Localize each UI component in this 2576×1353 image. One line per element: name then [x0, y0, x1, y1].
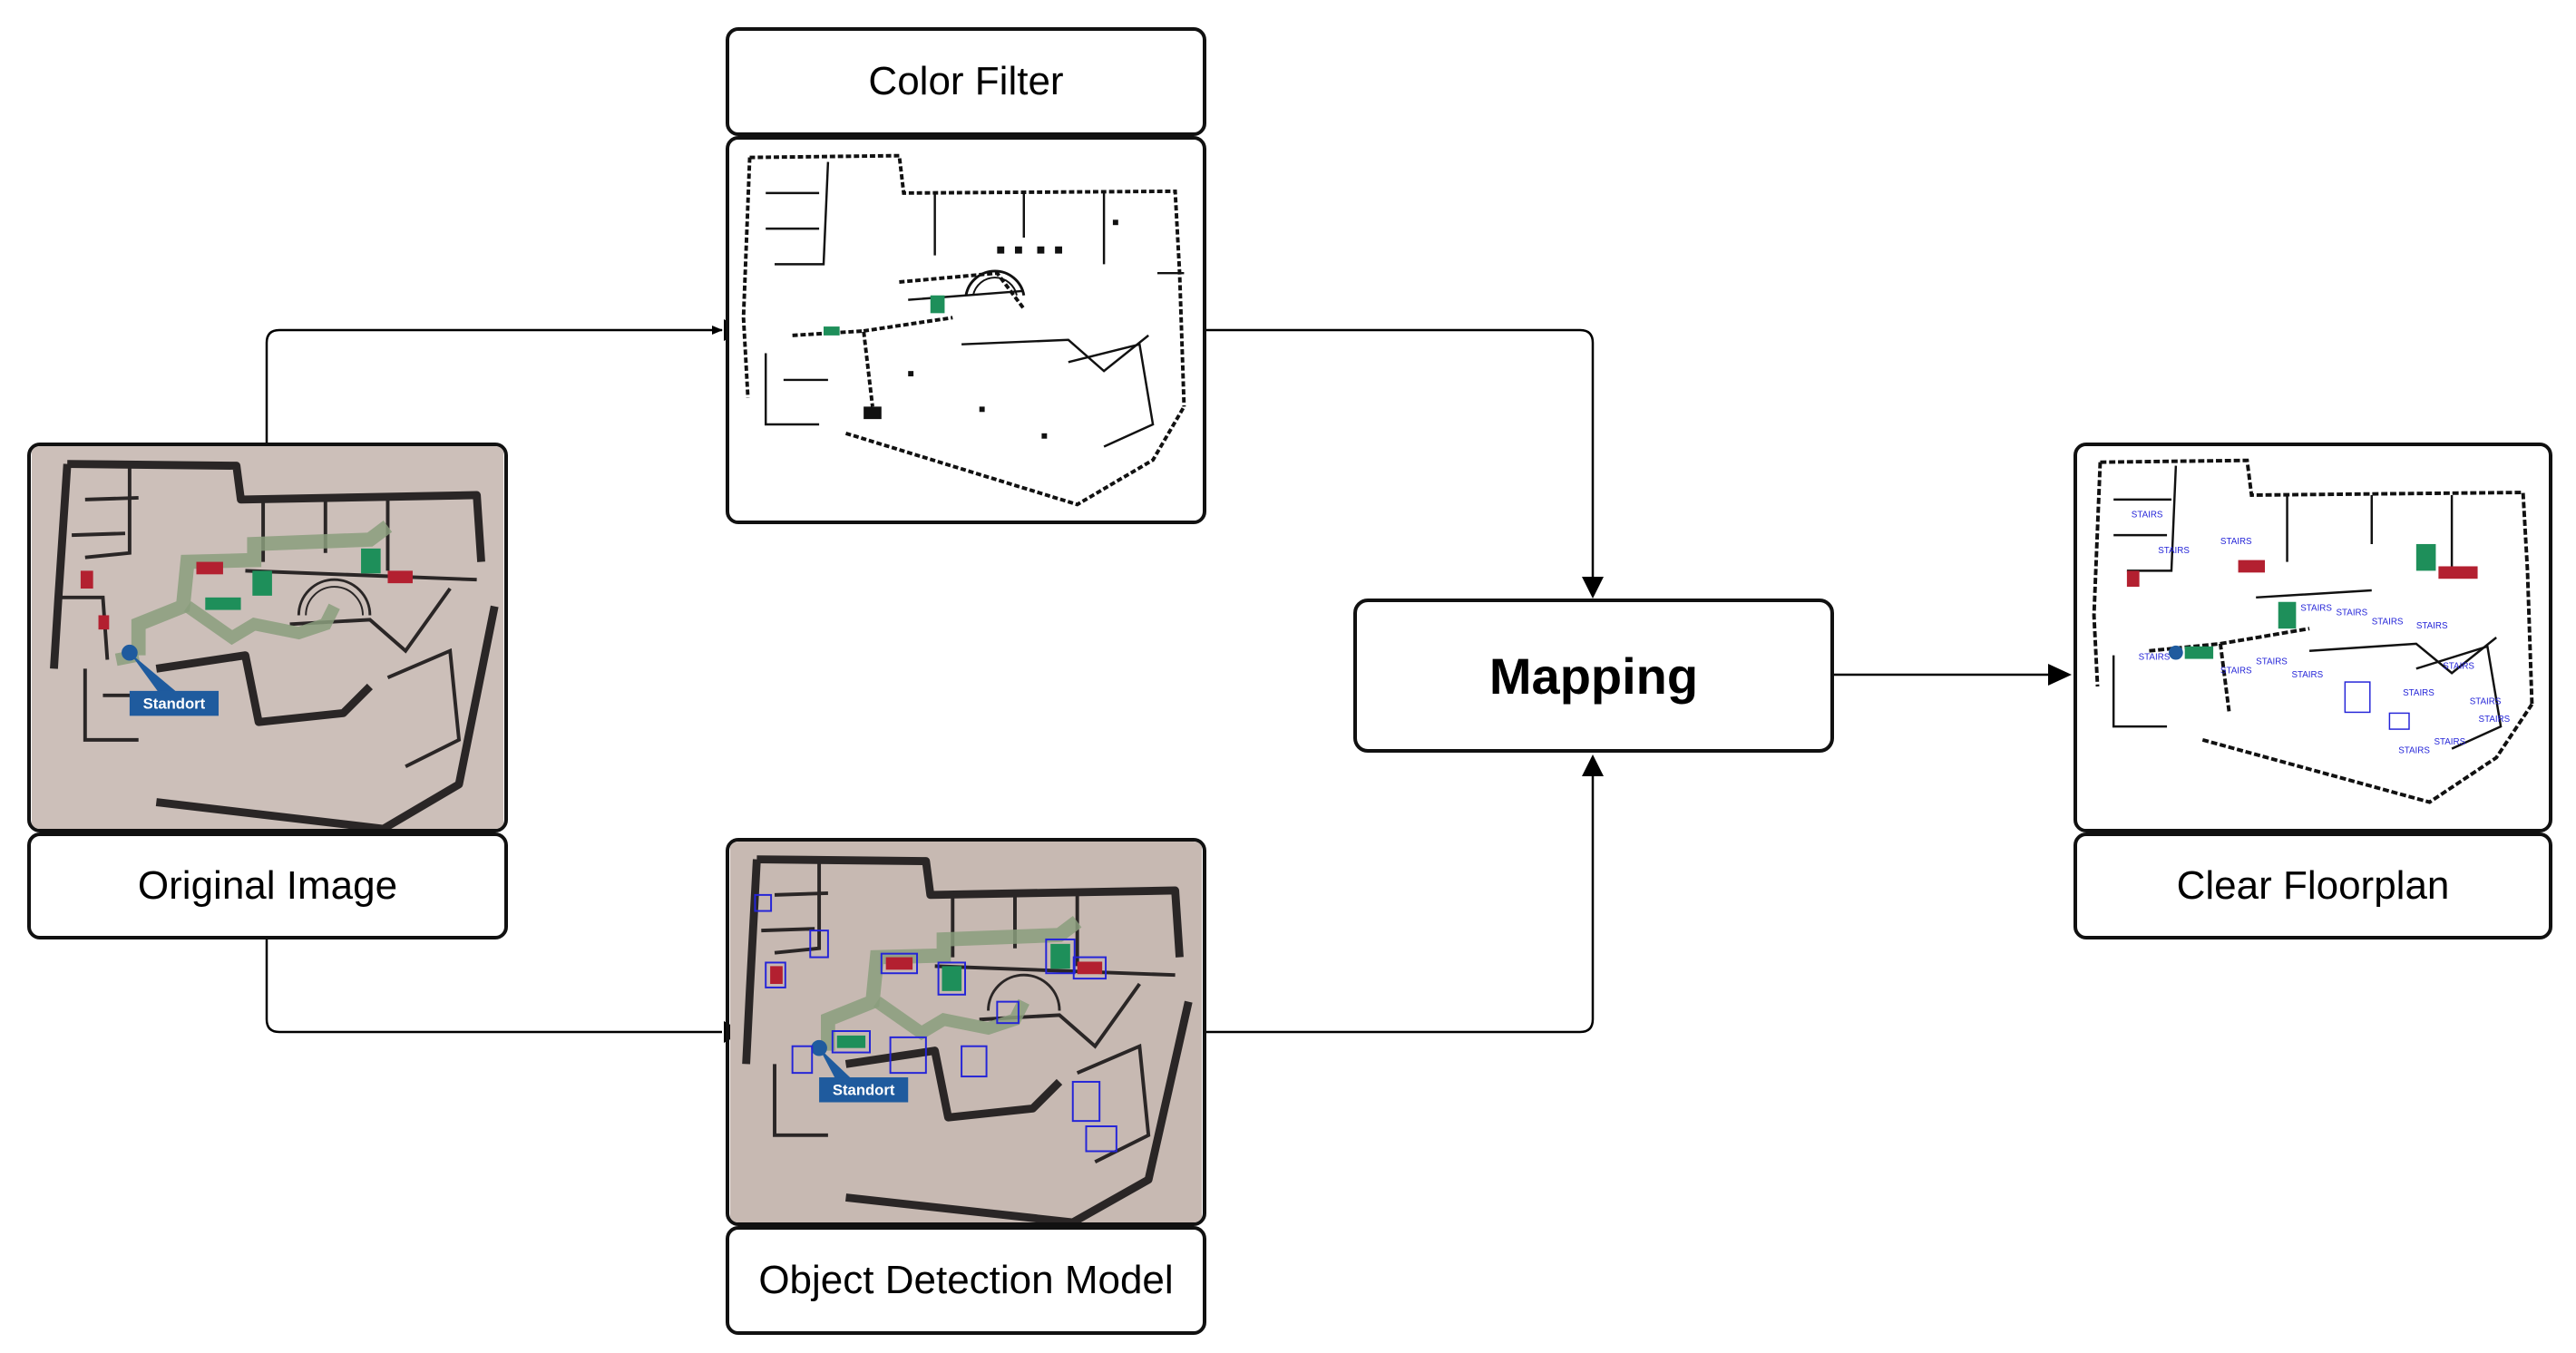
standort-label-detection: Standort [833, 1082, 895, 1099]
edge-color-filter-to-mapping [1206, 328, 1595, 577]
original-floorplan-photo: Standort [31, 446, 504, 829]
mapping-node: Mapping [1353, 599, 1834, 753]
stairs-label: STAIRS [2220, 537, 2252, 547]
clear-floorplan-label: Clear Floorplan [2073, 832, 2552, 939]
stairs-label: STAIRS [2337, 608, 2368, 618]
stairs-label: STAIRS [2256, 657, 2288, 667]
color-filter-label-text: Color Filter [868, 59, 1064, 103]
edge-original-to-color-filter [265, 326, 723, 443]
stairs-label: STAIRS [2470, 697, 2502, 707]
arrow-head-mapping-bottom [1582, 754, 1604, 776]
stairs-label: STAIRS [2398, 746, 2430, 756]
detection-floorplan-photo: Standort [729, 842, 1203, 1222]
clear-floorplan-label-text: Clear Floorplan [2176, 863, 2450, 908]
stairs-label: STAIRS [2416, 621, 2448, 631]
clear-floorplan-drawing: STAIRS STAIRS STAIRS STAIRS STAIRS STAIR… [2077, 446, 2549, 829]
standort-label: Standort [143, 696, 206, 713]
stairs-label: STAIRS [2132, 511, 2163, 521]
stairs-label: STAIRS [2291, 670, 2323, 680]
stairs-label: STAIRS [2372, 617, 2404, 627]
stairs-label: STAIRS [2300, 604, 2332, 614]
arrow-head-clear-floorplan [2048, 664, 2072, 686]
object-detection-label-text: Object Detection Model [758, 1258, 1174, 1302]
stairs-label: STAIRS [2158, 546, 2190, 556]
clear-floorplan-image: STAIRS STAIRS STAIRS STAIRS STAIRS STAIR… [2073, 443, 2552, 832]
object-detection-result-image: Standort [726, 838, 1206, 1226]
color-filter-result-image [726, 136, 1206, 524]
stairs-label: STAIRS [2403, 688, 2435, 698]
original-image-label: Original Image [27, 832, 508, 939]
edge-original-to-object-detection [265, 939, 722, 1034]
edge-object-detection-to-mapping [1206, 776, 1595, 1034]
original-image-label-text: Original Image [137, 863, 398, 908]
filtered-floorplan [729, 140, 1203, 521]
arrow-head-mapping-top [1582, 577, 1604, 599]
stairs-label: STAIRS [2220, 666, 2252, 676]
original-image-photo: Standort [27, 443, 508, 832]
color-filter-label: Color Filter [726, 27, 1206, 136]
stairs-label: STAIRS [2139, 653, 2171, 663]
mapping-label-text: Mapping [1488, 647, 1699, 705]
stairs-label: STAIRS [2443, 661, 2474, 671]
stairs-label: STAIRS [2479, 715, 2511, 725]
stairs-label: STAIRS [2434, 737, 2465, 747]
object-detection-label: Object Detection Model [726, 1226, 1206, 1335]
